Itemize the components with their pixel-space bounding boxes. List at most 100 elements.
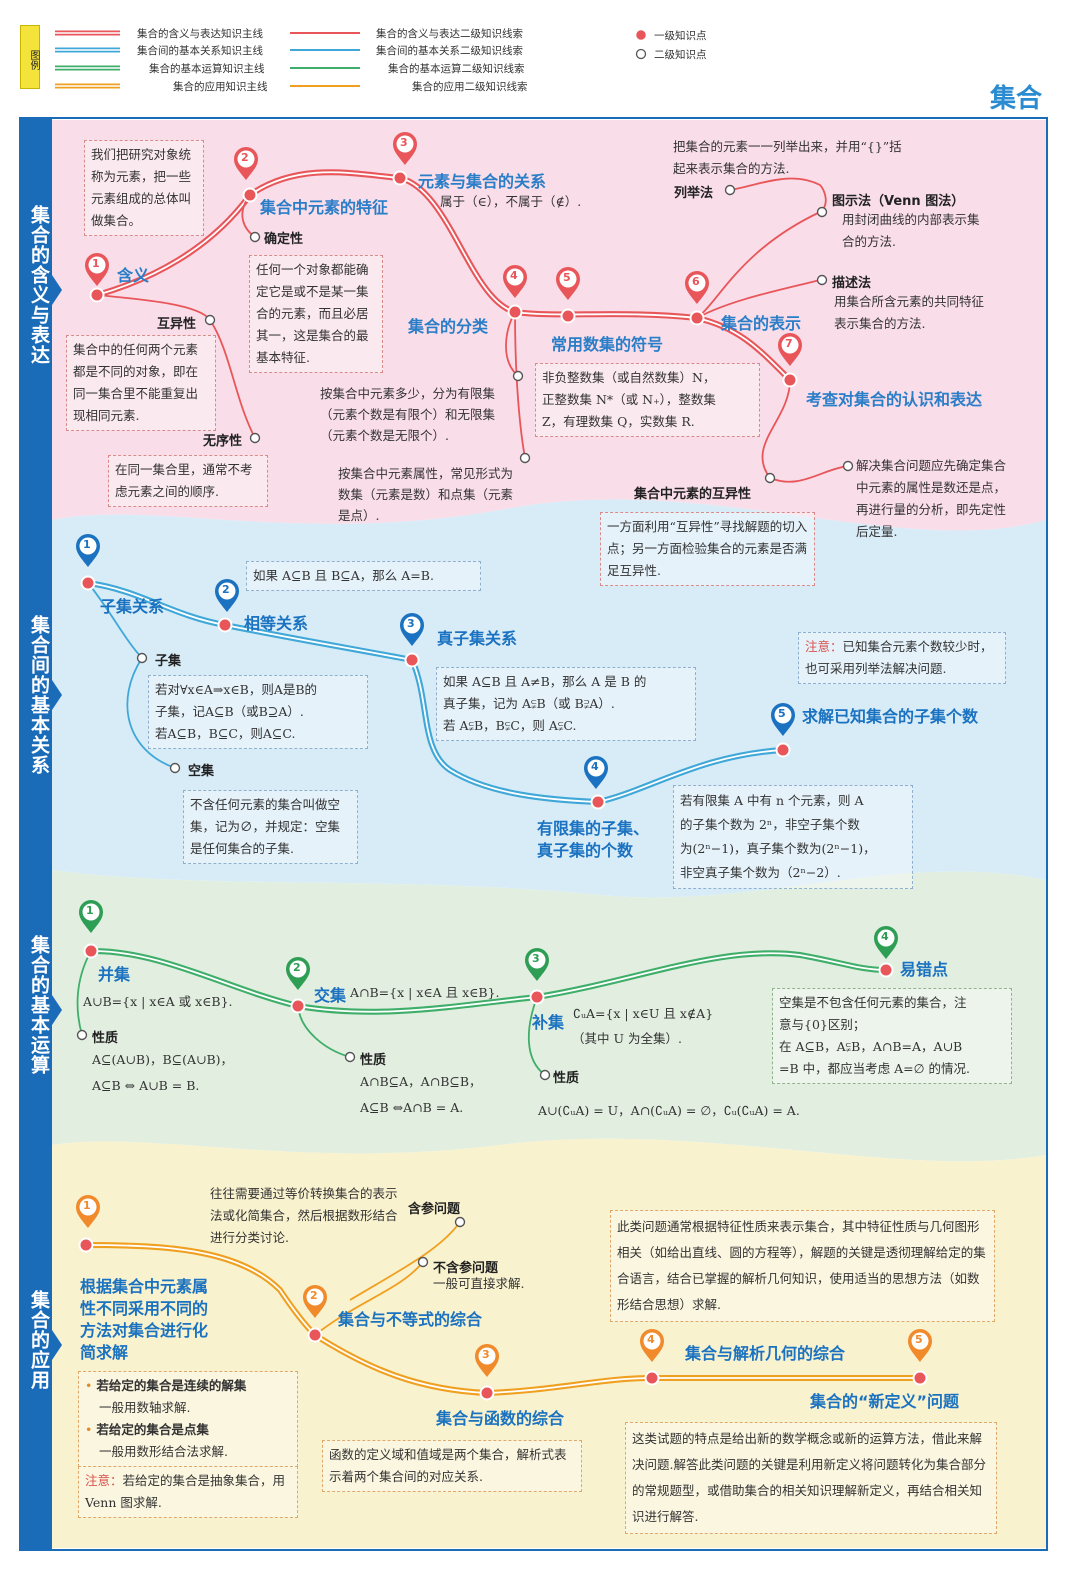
jiao-prop-2: A⊆B ⇔A∩B = A. bbox=[360, 1100, 464, 1115]
ziji-note: 若对∀x∈A⇒x∈B，则A是B的 子集，记A⊆B（或B⊇A）. 若A⊆B，B⊆C… bbox=[148, 675, 368, 749]
kongji-note: 不含任何元素的集合叫做空集，记为∅，并规定：空集是任何集合的子集. bbox=[183, 790, 358, 864]
youxian-note-line-2: 的子集个数为 2ⁿ，非空子集个数 bbox=[680, 817, 860, 832]
genju-line-3: 方法对集合进行化 bbox=[80, 1321, 209, 1340]
s3-main-line bbox=[90, 947, 887, 1015]
yicuo-line-2: 意与{0}区别； bbox=[779, 1017, 866, 1032]
guanxi-title: 元素与集合的关系 bbox=[418, 172, 547, 191]
tushi-label: 图示法（Venn 图法） bbox=[832, 194, 965, 209]
pin-num: 3 bbox=[400, 136, 408, 149]
jiao-xingzhi-label: 性质 bbox=[360, 1053, 387, 1068]
pin-num: 6 bbox=[692, 275, 700, 288]
buji-def-2: （其中 U 为全集）. bbox=[572, 1031, 682, 1046]
legend-main-1: 集合的含义与表达知识主线 bbox=[137, 28, 263, 40]
youxian-note-line-1: 若有限集 A 中有 n 个元素，则 A bbox=[680, 793, 864, 808]
zhenzi-line-3: 若 A⫋B，B⫋C，则 A⫋C. bbox=[443, 718, 577, 733]
yicuo-title: 易错点 bbox=[900, 960, 949, 979]
pin-num: 2 bbox=[293, 961, 301, 974]
xiangdeng-note: 如果 A⊆B 且 B⊆A，那么 A=B. bbox=[246, 561, 481, 591]
hancan-label: 含参问题 bbox=[408, 1202, 461, 1217]
legend-main-4: 集合的应用知识主线 bbox=[173, 81, 268, 93]
band-3-bg bbox=[52, 870, 1046, 1162]
zhenzi-line-2: 真子集，记为 A⫋B（或 B⫌A）. bbox=[443, 696, 615, 711]
pin-num: 3 bbox=[482, 1348, 490, 1361]
tezheng-title: 集合中元素的特征 bbox=[260, 198, 389, 217]
jiexi-title: 集合与解析几何的综合 bbox=[685, 1344, 846, 1363]
xindingyi-note: 这类试题的特点是给出新的数学概念或新的运算方法，借此来解决问题.解答此类问题的关… bbox=[625, 1422, 997, 1534]
section-label-3: 集合的基本运算 bbox=[28, 935, 50, 1075]
fuhao-line-1: 非负整数集（或自然数集）N， bbox=[542, 370, 716, 385]
jiaoji-def: A∩B={x | x∈A 且 x∈B}. bbox=[350, 985, 500, 1000]
miaoshu-desc: 用集合所含元素的共同特征表示集合的方法. bbox=[834, 294, 985, 331]
legend-main-3: 集合的基本运算知识主线 bbox=[149, 63, 265, 75]
fuhao-line-2: 正整数集 N*（或 N₊），整数集 bbox=[542, 392, 716, 407]
pin-num: 2 bbox=[241, 151, 249, 164]
pin-num: 4 bbox=[881, 930, 889, 943]
lieju-label: 列举法 bbox=[674, 186, 714, 201]
ziji-line-1: 若对∀x∈A⇒x∈B，则A是B的 bbox=[155, 682, 318, 697]
youxian-line-2: 真子集的个数 bbox=[537, 841, 634, 860]
sidebar-4 bbox=[20, 1145, 52, 1550]
pin-num: 4 bbox=[647, 1333, 655, 1346]
genju-line-4: 简求解 bbox=[80, 1343, 129, 1362]
buji-def: ∁ᵤA={x | x∈U 且 x∉A} bbox=[573, 1006, 714, 1021]
yicuo-line-3: 在 A⊆B，A⫋B，A∩B=A，A∪B bbox=[779, 1039, 963, 1054]
zhenzi-line-1: 如果 A⊆B 且 A≠B，那么 A 是 B 的 bbox=[443, 674, 647, 689]
band-4-bg bbox=[52, 1138, 1046, 1548]
bing-prop-2: A⊆B ⇔ A∪B = B. bbox=[92, 1078, 200, 1093]
ziji-title: 子集关系 bbox=[100, 597, 165, 616]
legend-level2: 二级知识点 bbox=[654, 49, 707, 61]
hanyi-title: 含义 bbox=[117, 266, 150, 285]
pin-num: 2 bbox=[310, 1289, 318, 1302]
zhuyi-label-s2: 注意： bbox=[805, 639, 843, 654]
hanshu-title: 集合与函数的综合 bbox=[436, 1409, 565, 1428]
tushi-desc: 用封闭曲线的内部表示集合的方法. bbox=[842, 212, 980, 249]
legend-lines bbox=[55, 28, 648, 89]
zhuyi-text-s4: 若给定的集合是抽象集合，用 Venn 图求解. bbox=[85, 1473, 286, 1510]
zhenzi-title: 真子集关系 bbox=[437, 629, 518, 648]
ziji-line-3: 若A⊆B，B⊆C，则A⊆C. bbox=[155, 726, 296, 741]
sidebar-2 bbox=[20, 520, 52, 870]
fuhao-title: 常用数集的符号 bbox=[551, 335, 664, 354]
pin-num: 2 bbox=[222, 583, 230, 596]
fuhao-line-3: Z，有理数集 Q，实数集 R. bbox=[542, 414, 695, 429]
level1-nodes bbox=[78, 170, 928, 1401]
fuhao-note: 非负整数集（或自然数集）N， 正整数集 N*（或 N₊），整数集 Z，有理数集 … bbox=[535, 363, 760, 437]
s4-sub-lines bbox=[314, 1221, 461, 1336]
pin-num: 1 bbox=[92, 257, 100, 270]
legend-sec-4: 集合的应用二级知识线索 bbox=[412, 81, 528, 93]
queding-note: 任何一个对象都能确定它是或不是某一集合的元素，而且必居其一，这是集合的最基本特征… bbox=[249, 255, 383, 373]
yicuo-note: 空集是不包含任何元素的集合，注 意与{0}区别； 在 A⊆B，A⫋B，A∩B=A… bbox=[772, 988, 1012, 1084]
b1-text: 若给定的集合是连续的解集 bbox=[96, 1378, 247, 1393]
huyi-label: 互异性 bbox=[157, 317, 197, 332]
bu-xingzhi-label: 性质 bbox=[553, 1071, 580, 1086]
jiexi-note: 此类问题通常根据特征性质来表示集合，其中特征性质与几何图形相关（如给出直线、圆的… bbox=[610, 1210, 995, 1322]
youxian-title: 有限集的子集、 真子集的个数 bbox=[537, 818, 649, 862]
budengshi-title: 集合与不等式的综合 bbox=[338, 1310, 483, 1329]
buhancan-sub: 一般可直接求解. bbox=[433, 1276, 525, 1291]
ziji-node-label: 子集 bbox=[155, 654, 182, 669]
pin-num: 4 bbox=[510, 269, 518, 282]
kaocha-title: 考查对集合的认识和表达 bbox=[806, 390, 983, 409]
pin-num: 1 bbox=[83, 538, 91, 551]
sidebar-3 bbox=[20, 870, 52, 1145]
youxian-line-1: 有限集的子集、 bbox=[537, 819, 650, 838]
legend-main-2: 集合间的基本关系知识主线 bbox=[137, 45, 263, 57]
bu-prop: A∪(∁ᵤA) = U，A∩(∁ᵤA) = ∅，∁ᵤ(∁ᵤA) = A. bbox=[538, 1103, 800, 1118]
queding-label: 确定性 bbox=[264, 232, 304, 247]
guanxi-text: 属于（∈），不属于（∉）. bbox=[440, 194, 582, 209]
genju-note: • 若给定的集合是连续的解集 一般用数轴求解. • 若给定的集合是点集 一般用数… bbox=[78, 1371, 298, 1467]
genju-line-2: 性不同采用不同的 bbox=[80, 1299, 209, 1318]
miaoshu-label: 描述法 bbox=[832, 276, 872, 291]
bingji-def: A∪B={x | x∈A 或 x∈B}. bbox=[83, 994, 233, 1009]
hanshu-note: 函数的定义域和值域是两个集合，解析式表示着两个集合间的对应关系. bbox=[322, 1440, 582, 1492]
zhuyi-note-s2: 注意：已知集合元素个数较少时，也可采用列举法解决问题. bbox=[798, 632, 1006, 684]
fenlei-title: 集合的分类 bbox=[408, 317, 489, 336]
bing-prop-1: A⊆(A∪B)，B⊆(A∪B)， bbox=[92, 1052, 234, 1067]
wuxu-note: 在同一集合里，通常不考虑元素之间的顺序. bbox=[108, 455, 268, 507]
genju-title: 根据集合中元素属 性不同采用不同的 方法对集合进行化 简求解 bbox=[80, 1276, 208, 1364]
zhuyi-text-s2: 已知集合元素个数较少时，也可采用列举法解决问题. bbox=[805, 639, 993, 676]
yicuo-line-4: =B 中，都应当考虑 A=∅ 的情况. bbox=[779, 1061, 970, 1076]
youxian-note: 若有限集 A 中有 n 个元素，则 A 的子集个数为 2ⁿ，非空子集个数 为(2… bbox=[673, 785, 913, 889]
bing-xingzhi-label: 性质 bbox=[92, 1031, 119, 1046]
zhenzi-note: 如果 A⊆B 且 A≠B，那么 A 是 B 的 真子集，记为 A⫋B（或 B⫌A… bbox=[436, 667, 696, 741]
